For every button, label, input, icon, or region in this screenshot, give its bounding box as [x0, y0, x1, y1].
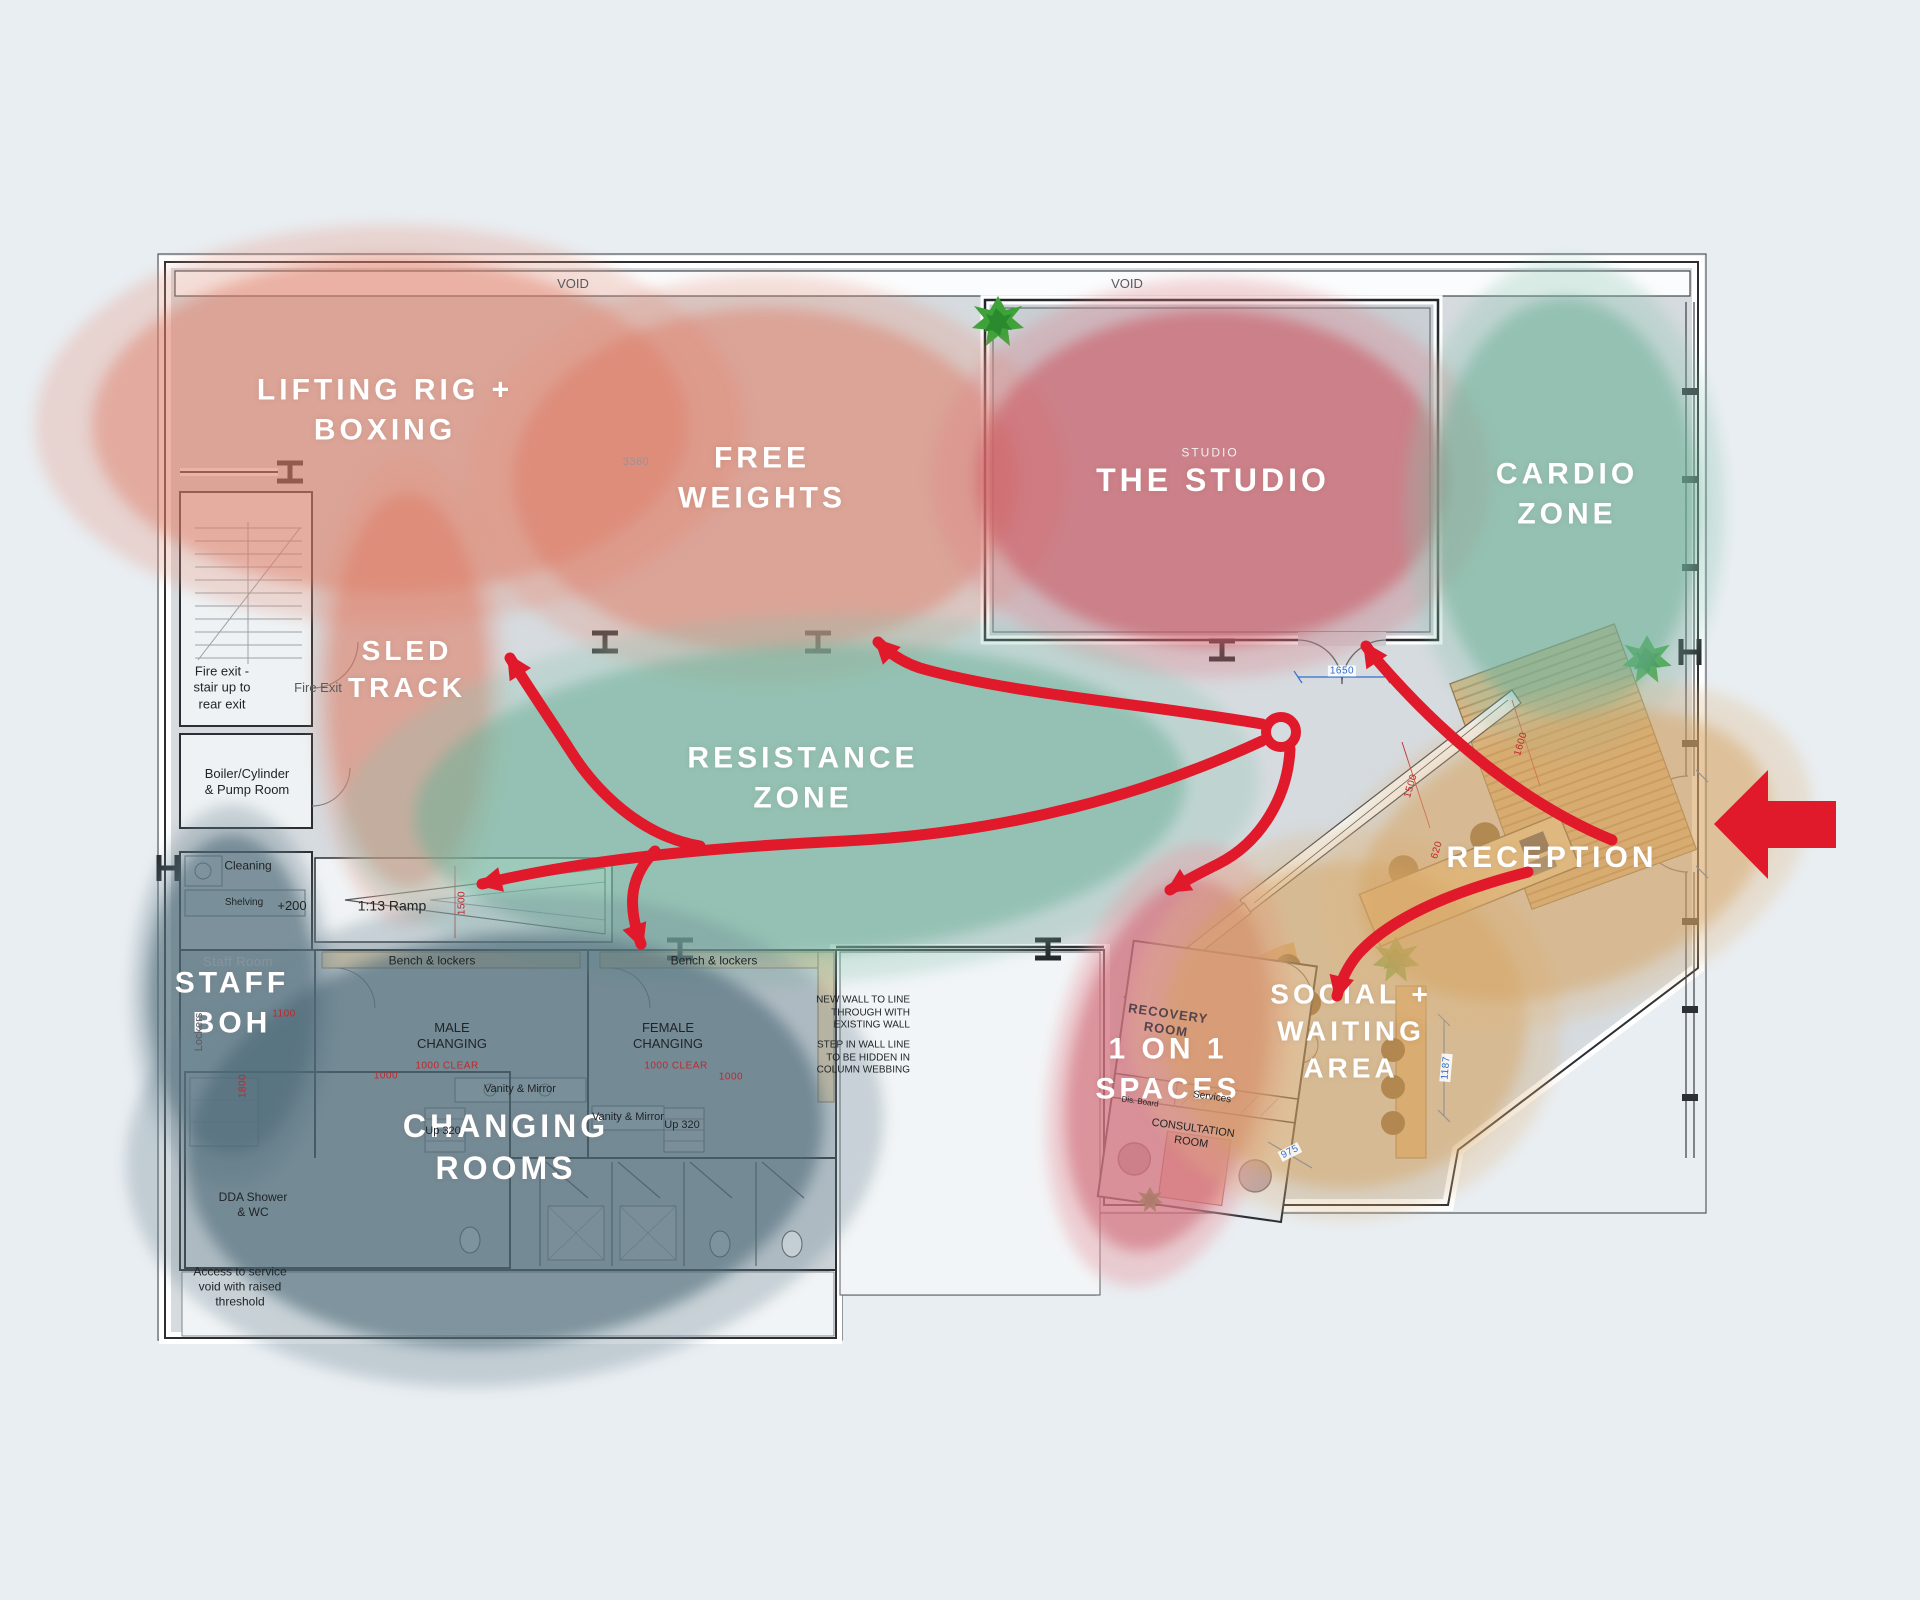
zone-label-cardio: CARDIO ZONE	[1495, 457, 1639, 530]
zone-label-1-on-1-spaces: 1 ON 1 SPACES	[1095, 1032, 1241, 1105]
zone-label-staff-boh: STAFF BOH	[174, 966, 290, 1039]
zone-label-free-weights: FREE WEIGHTS	[678, 441, 846, 514]
zone-label-lifting-rig-boxing: LIFTING RIG + BOXING	[256, 373, 514, 446]
entrance-ramp	[314, 857, 613, 943]
zone-label-studio: THE STUDIO	[1096, 461, 1330, 498]
zone-label-changing-rooms: CHANGING ROOMS	[402, 1107, 610, 1186]
fire-exit-stair-room	[179, 491, 359, 727]
notes-area	[839, 951, 1101, 1296]
void-strip	[174, 270, 1691, 297]
zone-label-sled-track: SLED TRACK	[348, 635, 466, 703]
zone-label-reception: RECEPTION	[1446, 841, 1658, 875]
zone-label-resistance: RESISTANCE ZONE	[687, 741, 919, 814]
boiler-pump-room	[179, 733, 351, 829]
zone-label-social-waiting: SOCIAL + WAITING AREA	[1270, 978, 1432, 1084]
